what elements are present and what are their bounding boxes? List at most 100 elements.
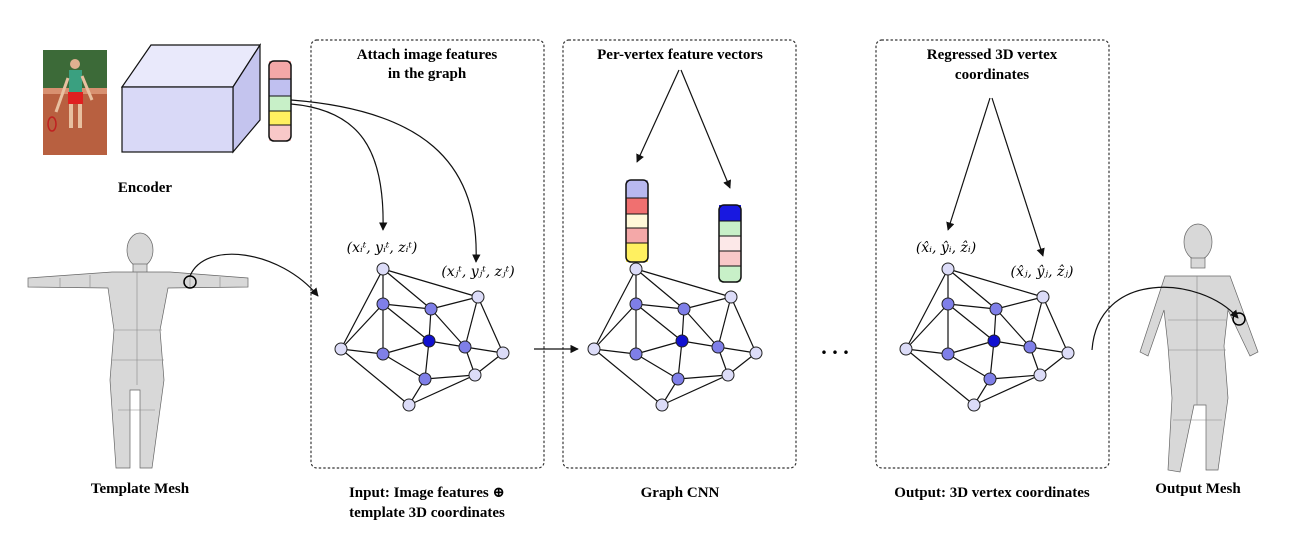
graph-edge <box>677 374 729 380</box>
graph-edge <box>593 348 637 355</box>
graph-vertex <box>376 297 390 311</box>
input-section-box <box>310 39 545 469</box>
attach-features-title-line2: in the graph <box>388 66 467 82</box>
feature-to-vertex-i-arrow <box>290 103 388 231</box>
graph-vertex <box>376 262 390 276</box>
graph-edge <box>635 353 679 380</box>
vertex-feature-vector-i <box>625 179 649 263</box>
graph-vertex <box>941 297 955 311</box>
template-to-graph-arrow <box>189 253 319 297</box>
template-mesh-icon <box>27 232 249 469</box>
graph-vertex <box>721 368 735 382</box>
graph-edge <box>593 348 663 406</box>
cnn-graph <box>587 262 763 412</box>
graph-edge <box>593 268 637 350</box>
graph-edge <box>947 353 991 380</box>
graph-edge <box>995 296 1044 310</box>
graph-vertex <box>671 372 685 386</box>
graph-to-output-arrow <box>1091 286 1239 351</box>
graph-vertex <box>711 340 725 354</box>
graph-edge <box>464 296 479 348</box>
graph-edge <box>635 303 683 342</box>
graph-vertex <box>468 368 482 382</box>
vertex-feature-vector-j <box>718 204 742 283</box>
graph-vertex <box>496 346 510 360</box>
graph-vertex <box>629 297 643 311</box>
graph-edge <box>424 374 476 380</box>
ellipsis: . . . <box>821 334 849 359</box>
graph-vertex <box>587 342 601 356</box>
input-caption-line2: template 3D coordinates <box>349 505 505 521</box>
graph-vertex <box>1061 346 1075 360</box>
graph-edge <box>430 308 466 348</box>
graph-vertex <box>629 347 643 361</box>
graph-edge <box>477 296 504 354</box>
graph-vertex <box>376 347 390 361</box>
graph-edge <box>1042 296 1069 354</box>
graph-edge <box>340 268 384 350</box>
graph-edge <box>947 303 995 342</box>
graph-edge <box>635 303 685 310</box>
graph-vertex <box>334 342 348 356</box>
graph-vertex <box>675 334 689 348</box>
graph-edge <box>905 348 975 406</box>
output-mesh-icon <box>1139 223 1259 473</box>
graph-edge <box>635 340 683 355</box>
graph-vertex <box>1033 368 1047 382</box>
per-vertex-arrow-i <box>636 69 680 163</box>
graph-edge <box>1029 296 1044 348</box>
graph-edge <box>730 296 757 354</box>
regressed-title-line1: Regressed 3D vertex <box>927 47 1058 63</box>
graph-edge <box>382 303 432 310</box>
graph-vertex <box>967 398 981 412</box>
graph-edge <box>382 340 430 355</box>
graph-edge <box>382 268 479 298</box>
graph-edge <box>989 374 1041 380</box>
graph-edge <box>340 348 410 406</box>
graph-vertex <box>424 302 438 316</box>
graph-edge <box>947 340 995 355</box>
graph-edge <box>340 303 384 350</box>
graph-cnn-section-box <box>562 39 797 469</box>
graph-vertex <box>899 342 913 356</box>
graph-edge <box>905 348 949 355</box>
graph-edge <box>947 268 1044 298</box>
graph-vertex <box>402 398 416 412</box>
encoder-cube-icon <box>120 42 262 154</box>
encoder-label: Encoder <box>118 180 173 196</box>
output-mesh-label: Output Mesh <box>1155 481 1241 497</box>
graph-cnn-caption: Graph CNN <box>641 485 720 501</box>
graph-vertex <box>1036 290 1050 304</box>
graph-edge <box>995 308 1031 348</box>
input-vertex-j-coords: (xⱼᵗ, yⱼᵗ, zⱼᵗ) <box>441 264 514 280</box>
graph-edge <box>430 296 479 310</box>
graph-vertex <box>677 302 691 316</box>
regressed-arrow-i <box>946 97 991 231</box>
graph-vertex <box>987 334 1001 348</box>
template-mesh-label: Template Mesh <box>91 481 190 497</box>
graph-vertex <box>422 334 436 348</box>
graph-vertex <box>1023 340 1037 354</box>
attach-features-title-line1: Attach image features <box>357 47 498 63</box>
encoder-feature-vector <box>268 60 292 142</box>
tennis-player-photo-icon <box>43 50 107 155</box>
graph-edge <box>947 268 997 310</box>
graph-vertex <box>724 290 738 304</box>
graph-vertex <box>749 346 763 360</box>
graph-edge <box>382 303 430 342</box>
graph-edge <box>905 268 949 350</box>
graph-vertex <box>458 340 472 354</box>
graph-vertex <box>655 398 669 412</box>
graph-vertex <box>941 347 955 361</box>
graph-edge <box>635 268 732 298</box>
feature-to-vertex-j-arrow <box>290 99 481 263</box>
graph-vertex <box>629 262 643 276</box>
output-caption: Output: 3D vertex coordinates <box>894 485 1090 501</box>
per-vertex-title: Per-vertex feature vectors <box>597 47 763 63</box>
graph-edge <box>382 268 432 310</box>
graph-edge <box>593 303 637 350</box>
regressed-title-line2: coordinates <box>955 67 1029 83</box>
graph-edge <box>683 308 719 348</box>
graph-edge <box>661 374 729 406</box>
